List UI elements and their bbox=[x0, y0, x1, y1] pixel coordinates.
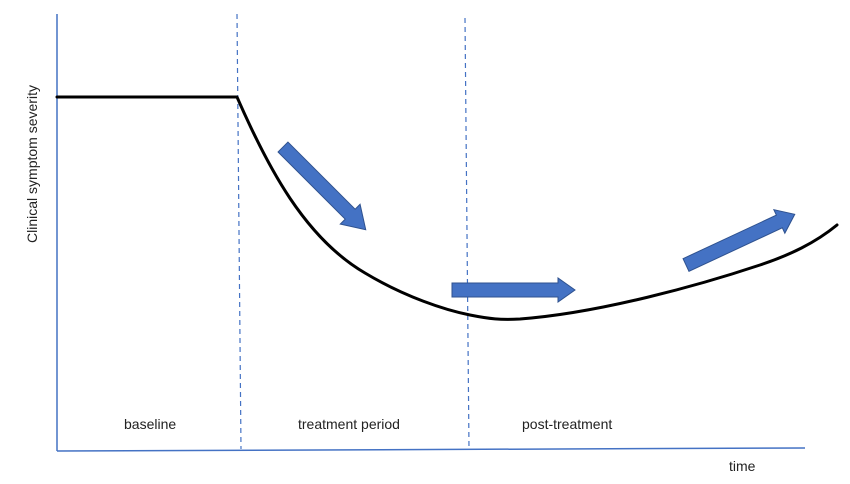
severity-curve bbox=[55, 95, 839, 321]
phase-label-treatment-period: treatment period bbox=[298, 416, 400, 432]
divider-baseline-treatment bbox=[236, 13, 242, 450]
phase-label-post-treatment: post-treatment bbox=[522, 416, 613, 432]
plateau-arrow-icon bbox=[451, 277, 576, 303]
x-axis-label: time bbox=[729, 458, 756, 474]
phase-label-baseline: baseline bbox=[124, 416, 177, 432]
divider-treatment-post bbox=[464, 17, 470, 450]
x-axis bbox=[56, 447, 806, 452]
increasing-arrow-icon bbox=[682, 208, 796, 273]
decreasing-arrow-icon bbox=[277, 141, 367, 231]
y-axis-label: Clinical symptom severity bbox=[24, 85, 40, 243]
